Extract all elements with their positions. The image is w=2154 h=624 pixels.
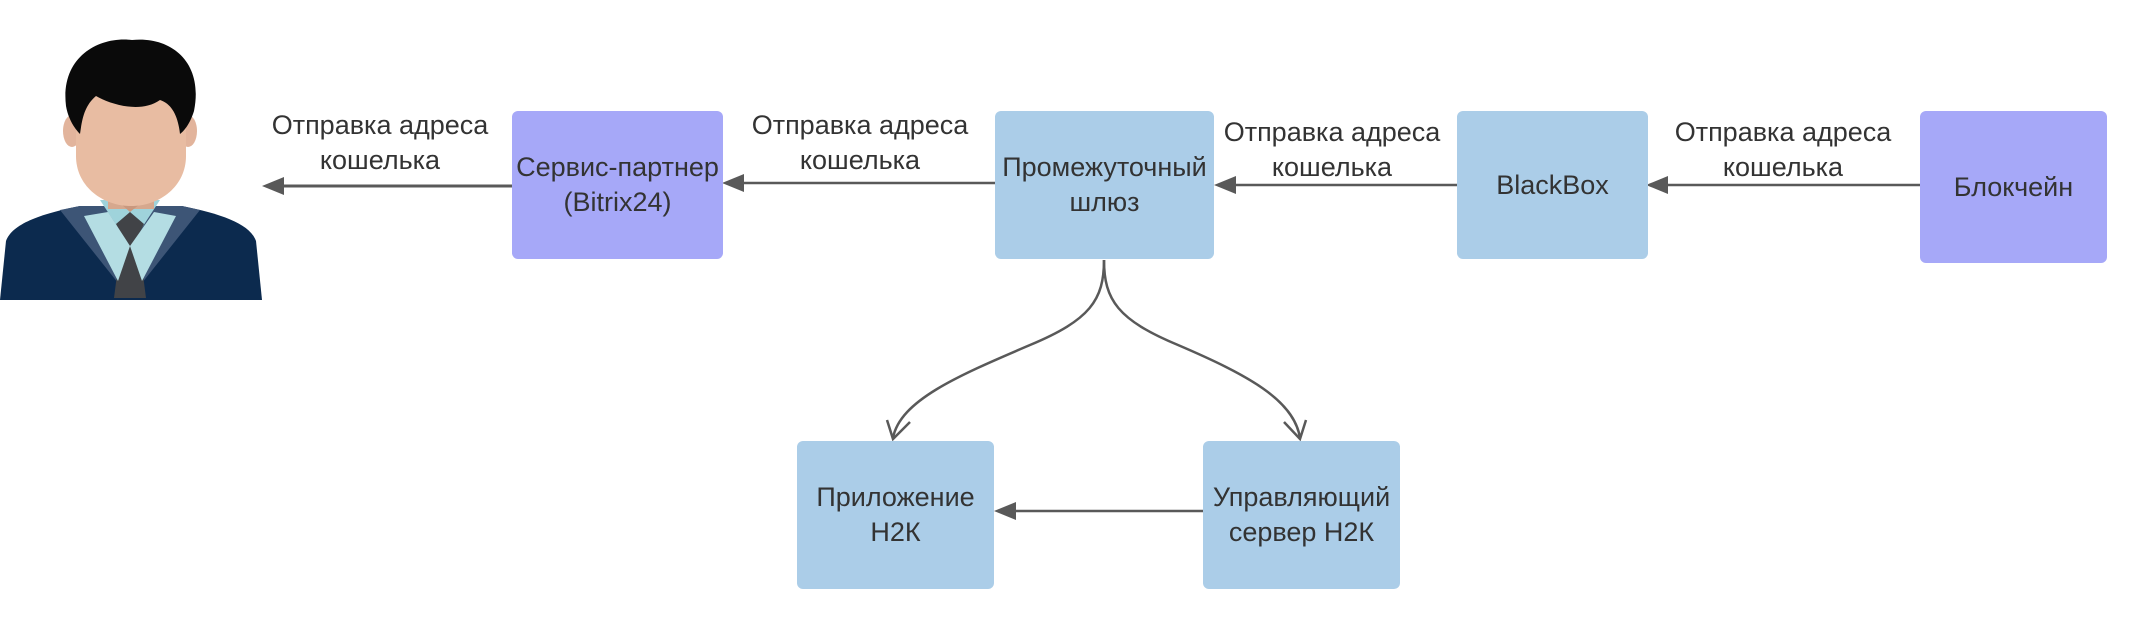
node-blackbox: BlackBox [1457, 111, 1648, 259]
node-gateway: Промежуточный шлюз [995, 111, 1214, 259]
node-server: Управляющий сервер Н2К [1203, 441, 1400, 589]
arrowhead-open-server [1283, 419, 1308, 442]
edge-label-partner-to-user: Отправка адреса кошелька [271, 110, 489, 175]
arrowhead-blackbox [1646, 176, 1668, 194]
node-blockchain: Блокчейн [1920, 111, 2107, 263]
edge-label-gateway-to-partner: Отправка адреса кошелька [751, 110, 969, 175]
node-partner: Сервис-партнер (Bitrix24) [512, 111, 723, 259]
edge-label-blockchain-to-blackbox: Отправка адреса кошелька [1674, 117, 1892, 182]
arrowhead-gateway [1214, 176, 1236, 194]
user-avatar-icon [0, 39, 262, 300]
arrowhead-open-app [885, 419, 911, 442]
arrowhead-user [262, 177, 284, 195]
arrowhead-app [994, 502, 1016, 520]
edge-gateway-to-server [1102, 259, 1302, 439]
arrowhead-partner [722, 174, 744, 192]
edge-gateway-to-app [891, 259, 1106, 439]
edge-label-blackbox-to-gateway: Отправка адреса кошелька [1223, 117, 1441, 182]
node-app: Приложение Н2К [797, 441, 994, 589]
